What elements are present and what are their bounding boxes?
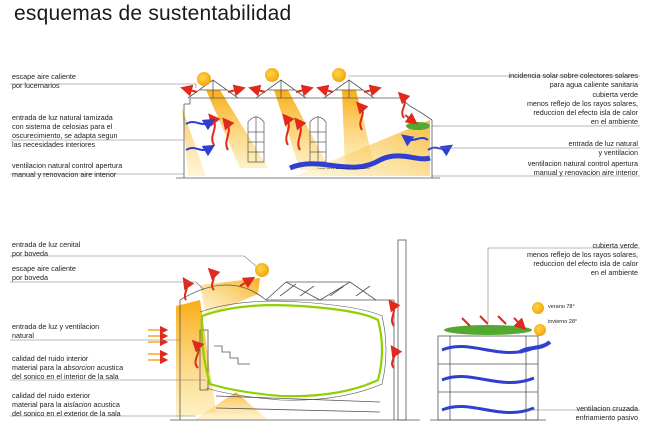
sun-icon <box>265 68 279 82</box>
top-ventilation-waves <box>185 118 453 171</box>
sun-icon <box>534 324 546 336</box>
tower-green-roof-icon <box>444 315 532 335</box>
top-light-beams <box>182 90 430 176</box>
interior-noise-text-end: acustica del sonico en el interior de la… <box>12 363 124 381</box>
label-vault-hot-air: escape aire caliente por boveda <box>12 264 76 282</box>
top-leader-lines <box>10 75 640 177</box>
label-filtered-light: entrada de luz natural tamizada con sist… <box>12 113 118 149</box>
bottom-building <box>148 239 552 421</box>
label-exterior-noise: calidad del ruido exterior material para… <box>12 391 121 418</box>
tower-cross-ventilation <box>441 340 552 414</box>
exterior-noise-text-end: acustica del sonico en el exterior de la… <box>12 400 121 418</box>
top-building <box>176 68 453 179</box>
interior-noise-emphasis: absorcion <box>63 363 95 372</box>
label-summer: verano 78° <box>548 304 575 310</box>
label-interior-noise: calidad del ruido interior material para… <box>12 354 123 381</box>
label-cross-ventilation: ventilacion cruzada enfriamiento pasivo <box>575 404 638 422</box>
sun-icon <box>532 302 544 314</box>
bottom-ventilation-arrows <box>148 325 169 365</box>
acoustic-shell <box>200 304 384 398</box>
interior-noise-text: calidad del ruido interior material para… <box>12 354 89 372</box>
label-ventilation-control: ventilacion natural control apertura man… <box>527 159 638 177</box>
bottom-hot-air-arrows <box>182 267 403 369</box>
exterior-noise-emphasis: aislacion <box>63 400 92 409</box>
label-floor-note: ---- ---- -------- --- ------ <box>318 166 370 172</box>
top-green-roof-icon <box>404 112 430 130</box>
label-natural-ventilation: ventilacion natural control apertura man… <box>12 161 123 179</box>
label-hot-air-escape: escape aire caliente por lucernarios <box>12 72 76 90</box>
label-light-and-ventilation: entrada de luz natural y ventilacion <box>568 139 638 157</box>
sun-icon <box>332 68 346 82</box>
top-hot-air-arrows <box>180 84 411 151</box>
label-light-ventilation: entrada de luz y ventilacion natural <box>12 322 100 340</box>
label-green-roof-top: cubierta verde menos reflejo de los rayo… <box>526 90 638 126</box>
page-title: esquemas de sustentabilidad <box>14 2 292 25</box>
sun-icon <box>255 263 269 277</box>
sun-icon <box>197 72 211 86</box>
bottom-leader-lines <box>10 247 640 417</box>
label-solar-incidence: incidencia solar sobre colectores solare… <box>508 71 638 89</box>
label-vault-light: entrada de luz cenital por boveda <box>12 240 81 258</box>
label-green-roof-bottom: cubierta verde menos reflejo de los rayo… <box>526 241 638 277</box>
exterior-noise-text: calidad del ruido exterior material para… <box>12 391 91 409</box>
label-winter: invierno 28° <box>548 319 578 325</box>
